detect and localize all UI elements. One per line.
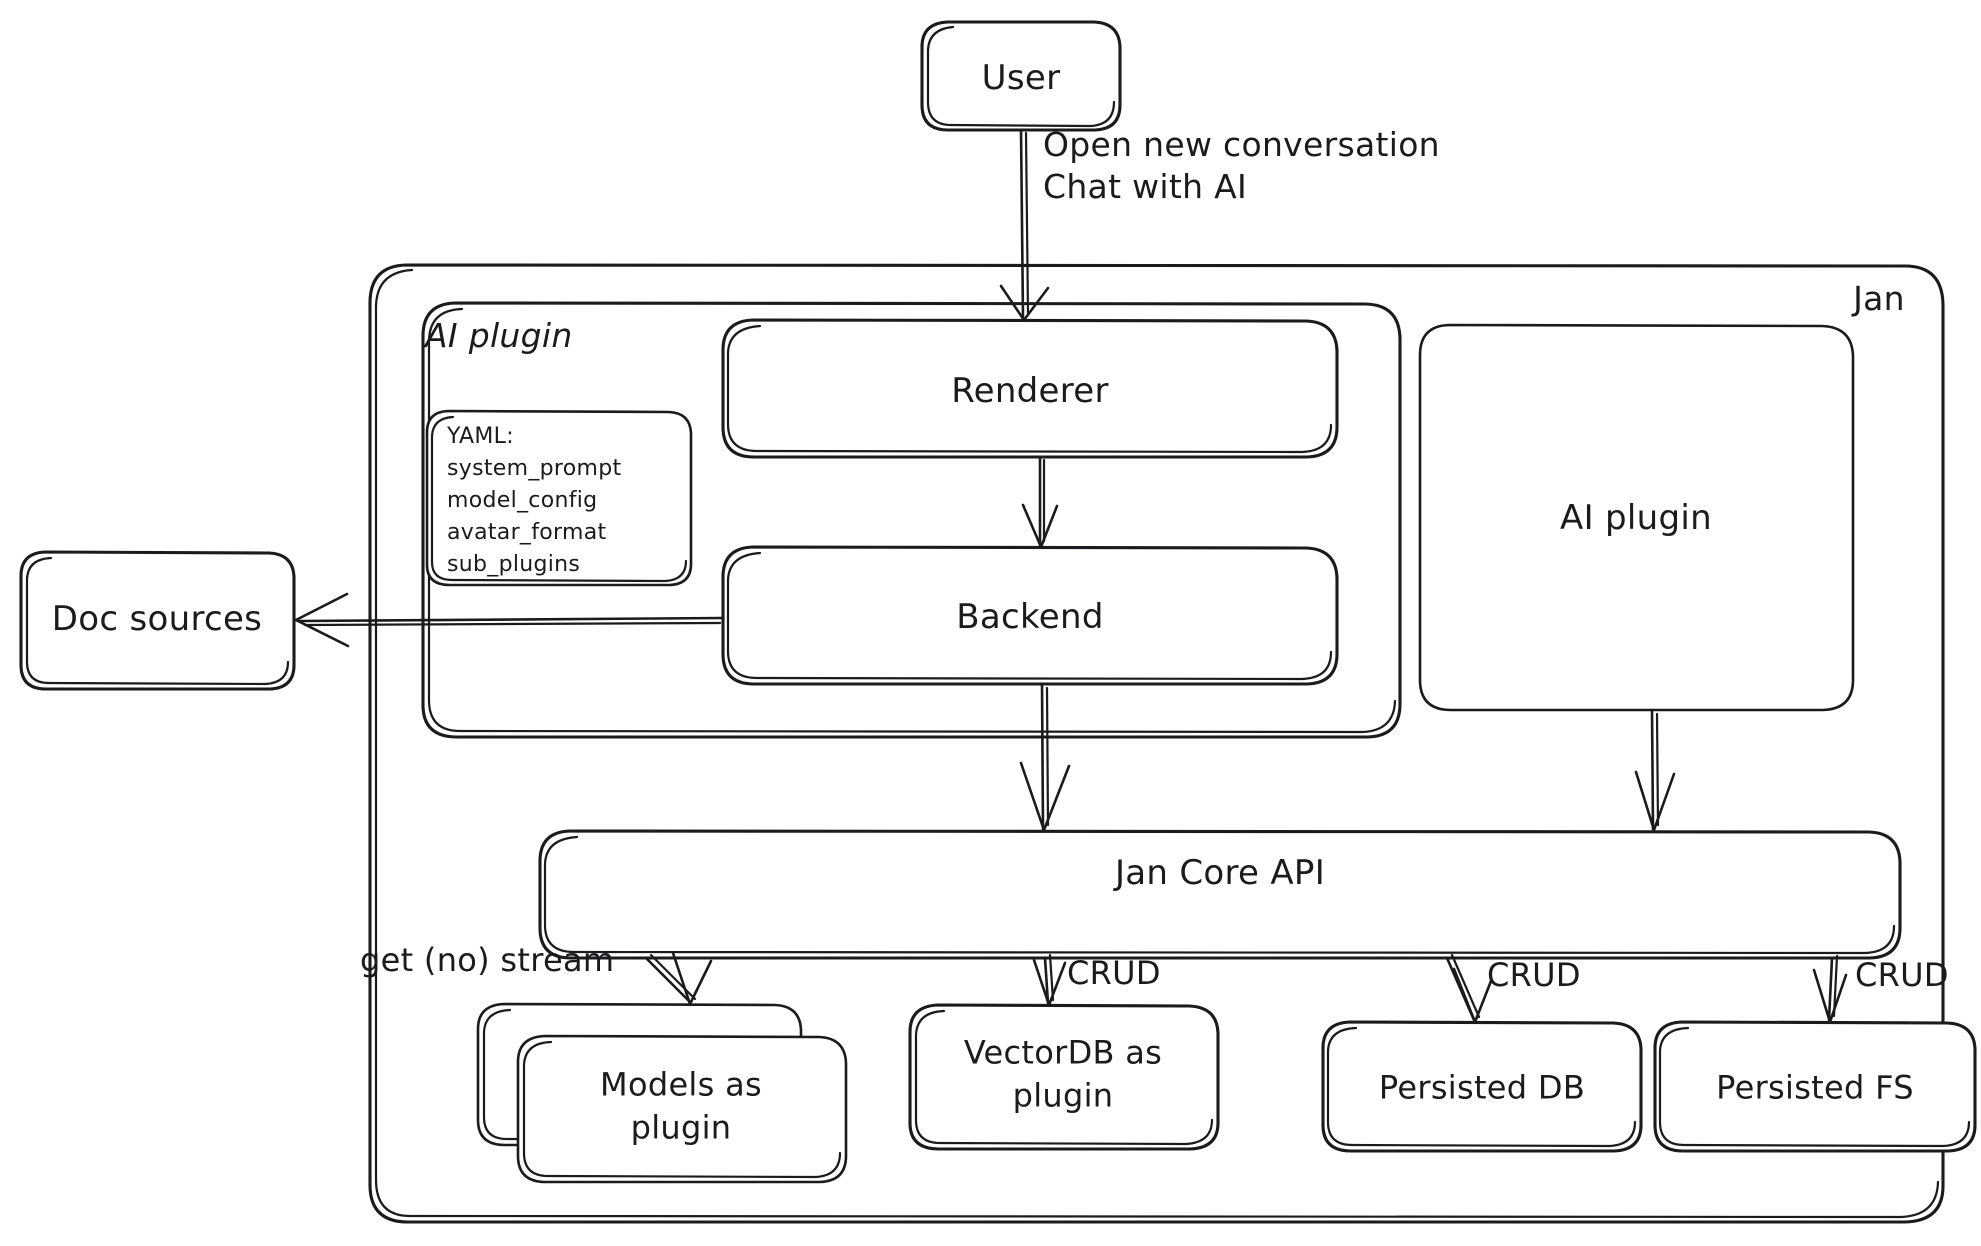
edge-core-to-persisted-fs [1812,954,1848,1024]
edge-label-crud-vectordb: CRUD [1067,954,1161,992]
edge-renderer-to-backend [1021,455,1059,549]
vectordb-plugin-label-line-2: plugin [1012,1076,1114,1115]
edge-backend-to-core [1019,682,1071,832]
edge-label-get-no-stream: get (no) stream [360,941,615,979]
edge-core-to-persisted-db [1445,953,1493,1024]
doc-sources-box-shape [19,550,296,691]
renderer-label: Renderer [951,371,1109,412]
ai-plugin-container-label: AI plugin [425,316,573,355]
ai-plugin-box-label: AI plugin [1560,498,1712,539]
yaml-note-shape [425,409,693,587]
edge-label-crud-persisted-db: CRUD [1487,956,1581,994]
edge-user-to-renderer [999,128,1050,322]
yaml-note-line-5: sub_plugins [447,552,581,577]
models-plugin-label-line-1: Models as [600,1065,762,1104]
persisted-db-box-shape [1321,1020,1643,1153]
edge-core-to-vectordb [1032,953,1067,1007]
backend-box-shape [721,545,1339,686]
jan-core-api-box-shape [538,829,1902,960]
yaml-note-line-3: model_config [447,488,598,513]
yaml-note-line-2: system_prompt [447,456,622,481]
doc-sources-label: Doc sources [51,599,263,640]
user-box-shape [920,20,1122,132]
models-plugin-label-line-2: plugin [630,1108,732,1147]
user-label: User [981,58,1061,99]
backend-label: Backend [956,597,1104,638]
jan-container-label: Jan [1853,278,1905,318]
edge-label-crud-persisted-fs: CRUD [1855,956,1949,994]
edge-ai-plugin-to-core [1634,708,1676,832]
persisted-fs-box-shape [1653,1020,1977,1153]
models-plugin-box-shape [476,1002,848,1184]
vectordb-plugin-label-line-1: VectorDB as [963,1033,1163,1072]
jan-core-api-label: Jan Core API [1114,853,1326,894]
edge-backend-to-doc-sources [294,592,725,648]
edge-label-chat-with-ai: Chat with AI [1043,167,1248,206]
ai-plugin-box-shape [1418,323,1855,712]
vectordb-plugin-box-shape [908,1003,1220,1151]
yaml-note-line-1: YAML: [447,424,514,449]
renderer-box-shape [721,318,1339,459]
edge-core-to-models [644,951,713,1006]
yaml-note-line-4: avatar_format [447,520,607,545]
persisted-db-label: Persisted DB [1378,1068,1586,1107]
persisted-fs-label: Persisted FS [1716,1068,1914,1107]
edge-label-open-new-conversation: Open new conversation [1043,125,1440,164]
